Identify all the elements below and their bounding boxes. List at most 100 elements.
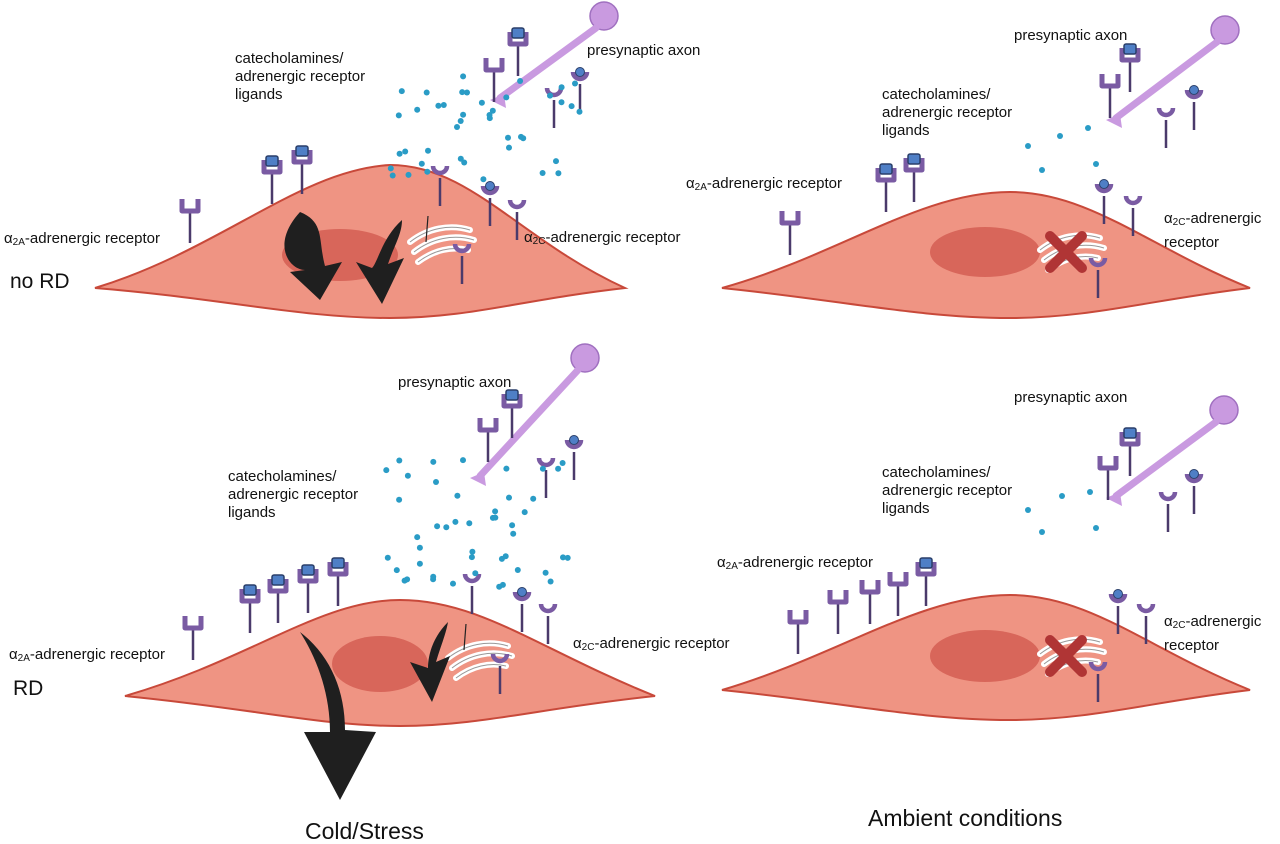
- ligand-dot: [521, 509, 528, 516]
- presynaptic-receptor: [1122, 44, 1138, 92]
- large-downregulation-arrow: [300, 632, 376, 800]
- presynaptic-neuron: [1100, 395, 1239, 532]
- ligand-dot: [492, 508, 499, 515]
- ligand-dot: [433, 479, 439, 485]
- ligand-dot: [430, 458, 437, 465]
- alpha2a-receptor: [890, 572, 906, 616]
- presynaptic-receptor: [480, 418, 496, 462]
- downregulation-arrow: [356, 220, 404, 304]
- nucleus: [332, 636, 428, 692]
- ligand-dot: [517, 78, 524, 84]
- ligand-dot: [510, 530, 517, 537]
- alpha2a-receptor-bound: [918, 558, 934, 606]
- ligand-dot: [440, 102, 447, 108]
- subtype-2a: 2A: [17, 653, 30, 664]
- alpha2a-receptor: [182, 199, 198, 243]
- alpha2a-receptor-bound: [300, 565, 316, 613]
- presynaptic-axon-label: presynaptic axon: [1014, 27, 1128, 44]
- alpha2a-receptor: [862, 580, 878, 624]
- ligand-dot: [576, 108, 583, 115]
- trafficking-arrow: [425, 215, 429, 243]
- ligand-dot: [405, 171, 412, 178]
- ligand-dot: [461, 159, 468, 166]
- ligand-dot: [469, 548, 476, 555]
- subtype-2c: 2C: [1172, 620, 1186, 631]
- ligand-dot: [435, 102, 442, 109]
- ligand-dot: [542, 569, 549, 576]
- ligand-dot: [395, 112, 402, 119]
- ligand-dot: [539, 465, 546, 472]
- subtype-2a: 2A: [12, 237, 25, 248]
- ligand-dot: [503, 94, 510, 101]
- ligand-dot: [560, 554, 566, 561]
- alpha2a-receptor-bound: [330, 558, 346, 606]
- presynaptic-receptor: [1122, 428, 1138, 476]
- ligand-dot: [568, 103, 575, 110]
- alpha-symbol: α: [686, 175, 695, 192]
- ligand-dot: [555, 465, 562, 472]
- receptor-suffix: -adrenergic receptor: [594, 635, 730, 652]
- alpha2a-receptor: [830, 590, 846, 634]
- ligand-dot: [423, 89, 430, 96]
- alpha-symbol: α: [717, 554, 726, 571]
- cold-stress-label: Cold/Stress: [305, 818, 424, 844]
- ligand-dot: [559, 460, 566, 466]
- catecholamines-label: catecholamines/ adrenergic receptor liga…: [228, 468, 359, 521]
- alpha2a-receptor-bound: [242, 585, 258, 633]
- receptor-suffix: -adrenergic receptor: [706, 175, 842, 192]
- ligand-dot: [503, 465, 510, 472]
- ligand-dot: [499, 581, 506, 588]
- presynaptic-neuron: [486, 1, 619, 128]
- presynaptic-receptor: [510, 28, 526, 76]
- panel-top-left: [94, 1, 629, 320]
- ligand-dot: [502, 553, 509, 560]
- ligand-cloud: [383, 457, 571, 590]
- ligand-dot: [443, 524, 450, 531]
- catecholamines-label: catecholamines/ adrenergic receptor liga…: [882, 86, 1013, 139]
- ligand-dot: [404, 576, 411, 583]
- subtype-2a: 2A: [694, 182, 707, 193]
- panel-top-right: [721, 15, 1251, 320]
- ligand-dot: [416, 544, 423, 551]
- ligand-dot: [424, 168, 431, 175]
- ligand-dot: [418, 160, 425, 167]
- alpha2c-receptor: [541, 604, 555, 644]
- ligand-dot: [547, 92, 553, 99]
- rd-label: RD: [13, 677, 44, 700]
- ligand-dot: [414, 534, 421, 541]
- ligand-dot: [492, 514, 499, 521]
- presynaptic-neuron: [1102, 15, 1240, 148]
- ligand-dot: [572, 80, 578, 87]
- alpha2c-receptor-label: α2C-adrenergic receptor: [573, 635, 730, 657]
- ligand-dot: [558, 84, 565, 91]
- ligand-dot: [564, 554, 571, 561]
- subtype-2a: 2A: [725, 561, 738, 572]
- ligand-dot: [387, 165, 394, 172]
- catecholamines-label: catecholamines/ adrenergic receptor liga…: [235, 50, 366, 103]
- alpha2a-receptor-bound: [264, 156, 280, 204]
- ligand-dot: [398, 88, 405, 95]
- alpha-symbol: α: [573, 635, 582, 652]
- ligand-dot: [489, 107, 496, 114]
- ligand-dot: [505, 134, 511, 141]
- presynaptic-axon-label: presynaptic axon: [587, 42, 701, 59]
- alpha2a-receptor-bound: [270, 575, 286, 623]
- panel-bottom-left: [124, 343, 656, 800]
- alpha2c-receptor-label: α2C-adrenergic receptor: [1164, 612, 1261, 656]
- presynaptic-receptor: [1159, 108, 1173, 148]
- presynaptic-receptor: [573, 68, 587, 113]
- presynaptic-receptor: [1187, 86, 1201, 131]
- trafficking-arrow: [463, 623, 467, 651]
- ligand-dot: [402, 148, 409, 155]
- ligand-dot: [396, 496, 403, 503]
- ligand-dot: [450, 580, 456, 587]
- ligand-dot: [393, 567, 400, 574]
- ligand-cloud: [1025, 125, 1099, 173]
- no-rd-label: no RD: [10, 270, 70, 293]
- alpha2a-receptor-label: α2A-adrenergic receptor: [717, 554, 873, 576]
- ligand-dot: [558, 99, 565, 106]
- ligand-dot: [396, 457, 403, 464]
- ligand-dot: [478, 99, 485, 106]
- alpha-symbol: α: [524, 229, 533, 246]
- ligand-dot: [460, 73, 467, 80]
